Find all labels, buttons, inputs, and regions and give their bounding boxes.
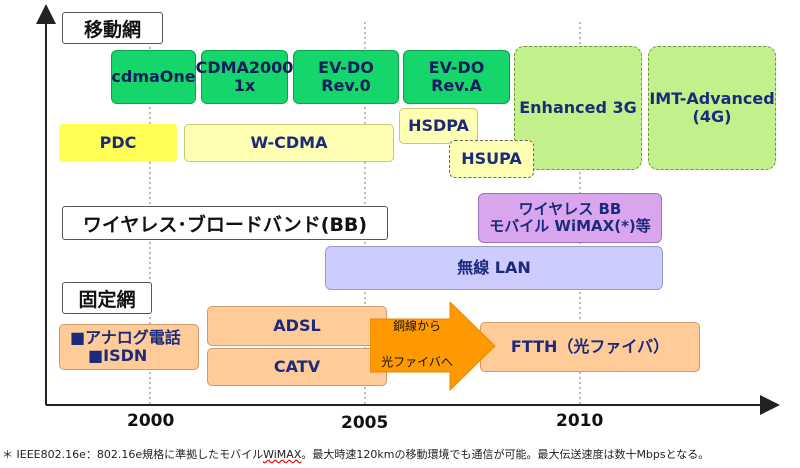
wireless-bb-box: ワイヤレス BB モバイル WiMAX(*)等 [478,193,662,243]
catv-box: CATV [207,348,387,386]
section-mobile-network: 移動網 [62,12,163,44]
wireless-lan-label: 無線 LAN [457,257,531,277]
imt-advanced-label-2: (4G) [692,107,732,126]
footnote-wimax: WiMAX [263,448,302,461]
footnote-post: 。最大時速120kmの移動環境でも通信が可能。最大伝送速度は数十Mbpsとなる。 [301,448,710,461]
analog-phone-label: ■アナログ電話 [70,327,181,347]
cdma2000-box: CDMA2000 1x [196,50,293,104]
imt-advanced-label-1: IMT-Advanced [649,88,775,108]
evdo-reva-label-1: EV-DO [428,57,485,77]
evdo-rev0-label-1: EV-DO [318,57,374,77]
arrow-label-1: 銅線から [392,319,441,333]
year-label-2010: 2010 [556,411,604,431]
wireless-lan-box: 無線 LAN [325,246,663,290]
wireless-bb-label-1: ワイヤレス BB [518,199,622,218]
hsupa-box: HSUPA [449,140,534,178]
year-label-2005: 2005 [341,413,389,433]
cdmaone-box: cdmaOne [111,50,196,104]
isdn-label: ■ISDN [88,346,148,365]
pdc-box: PDC [59,124,177,162]
analog-isdn-box: ■アナログ電話 ■ISDN [59,324,199,370]
enhanced-3g-box: Enhanced 3G [514,46,642,170]
cdma2000-label-2: 1x [233,76,256,95]
cdma2000-label-1: CDMA2000 [195,57,294,77]
wireless-bb-label-2: モバイル WiMAX(*)等 [489,217,651,235]
section-wireless-broadband: ワイヤレス･ブロードバンド(BB) [62,206,388,240]
wcdma-label: W-CDMA [250,132,328,152]
adsl-label: ADSL [273,315,321,335]
imt-advanced-box: IMT-Advanced (4G) [648,46,776,170]
evdo-reva-label-2: Rev.A [431,76,482,95]
ftth-box: FTTH（光ファイバ） [480,322,700,372]
hsupa-label: HSUPA [461,148,522,168]
evdo-rev0-box: EV-DO Rev.0 [293,50,399,104]
year-label-2000: 2000 [127,411,175,431]
wcdma-box: W-CDMA [184,124,394,162]
hsdpa-label: HSDPA [408,115,469,135]
ftth-label: FTTH（光ファイバ） [510,336,670,356]
section-fixed-network: 固定網 [62,282,152,314]
footnote-pre: ＊ IEEE802.16e：802.16e規格に準拠したモバイル [2,448,264,461]
evdo-rev0-label-2: Rev.0 [321,76,371,95]
arrow-label-2: 光ファイバへ [381,355,453,370]
copper-to-fiber-arrow [370,302,496,392]
footnote: ＊ IEEE802.16e：802.16e規格に準拠したモバイルWiMAX。最大… [2,446,709,462]
catv-label: CATV [273,356,321,376]
cdmaone-label: cdmaOne [111,66,196,86]
pdc-label: PDC [99,132,137,152]
evdo-reva-box: EV-DO Rev.A [403,50,510,104]
copper-to-fiber-label: 銅線から 光ファイバへ [372,319,462,370]
hsdpa-box: HSDPA [399,108,478,144]
enhanced-3g-label: Enhanced 3G [519,97,637,117]
adsl-box: ADSL [207,306,387,346]
